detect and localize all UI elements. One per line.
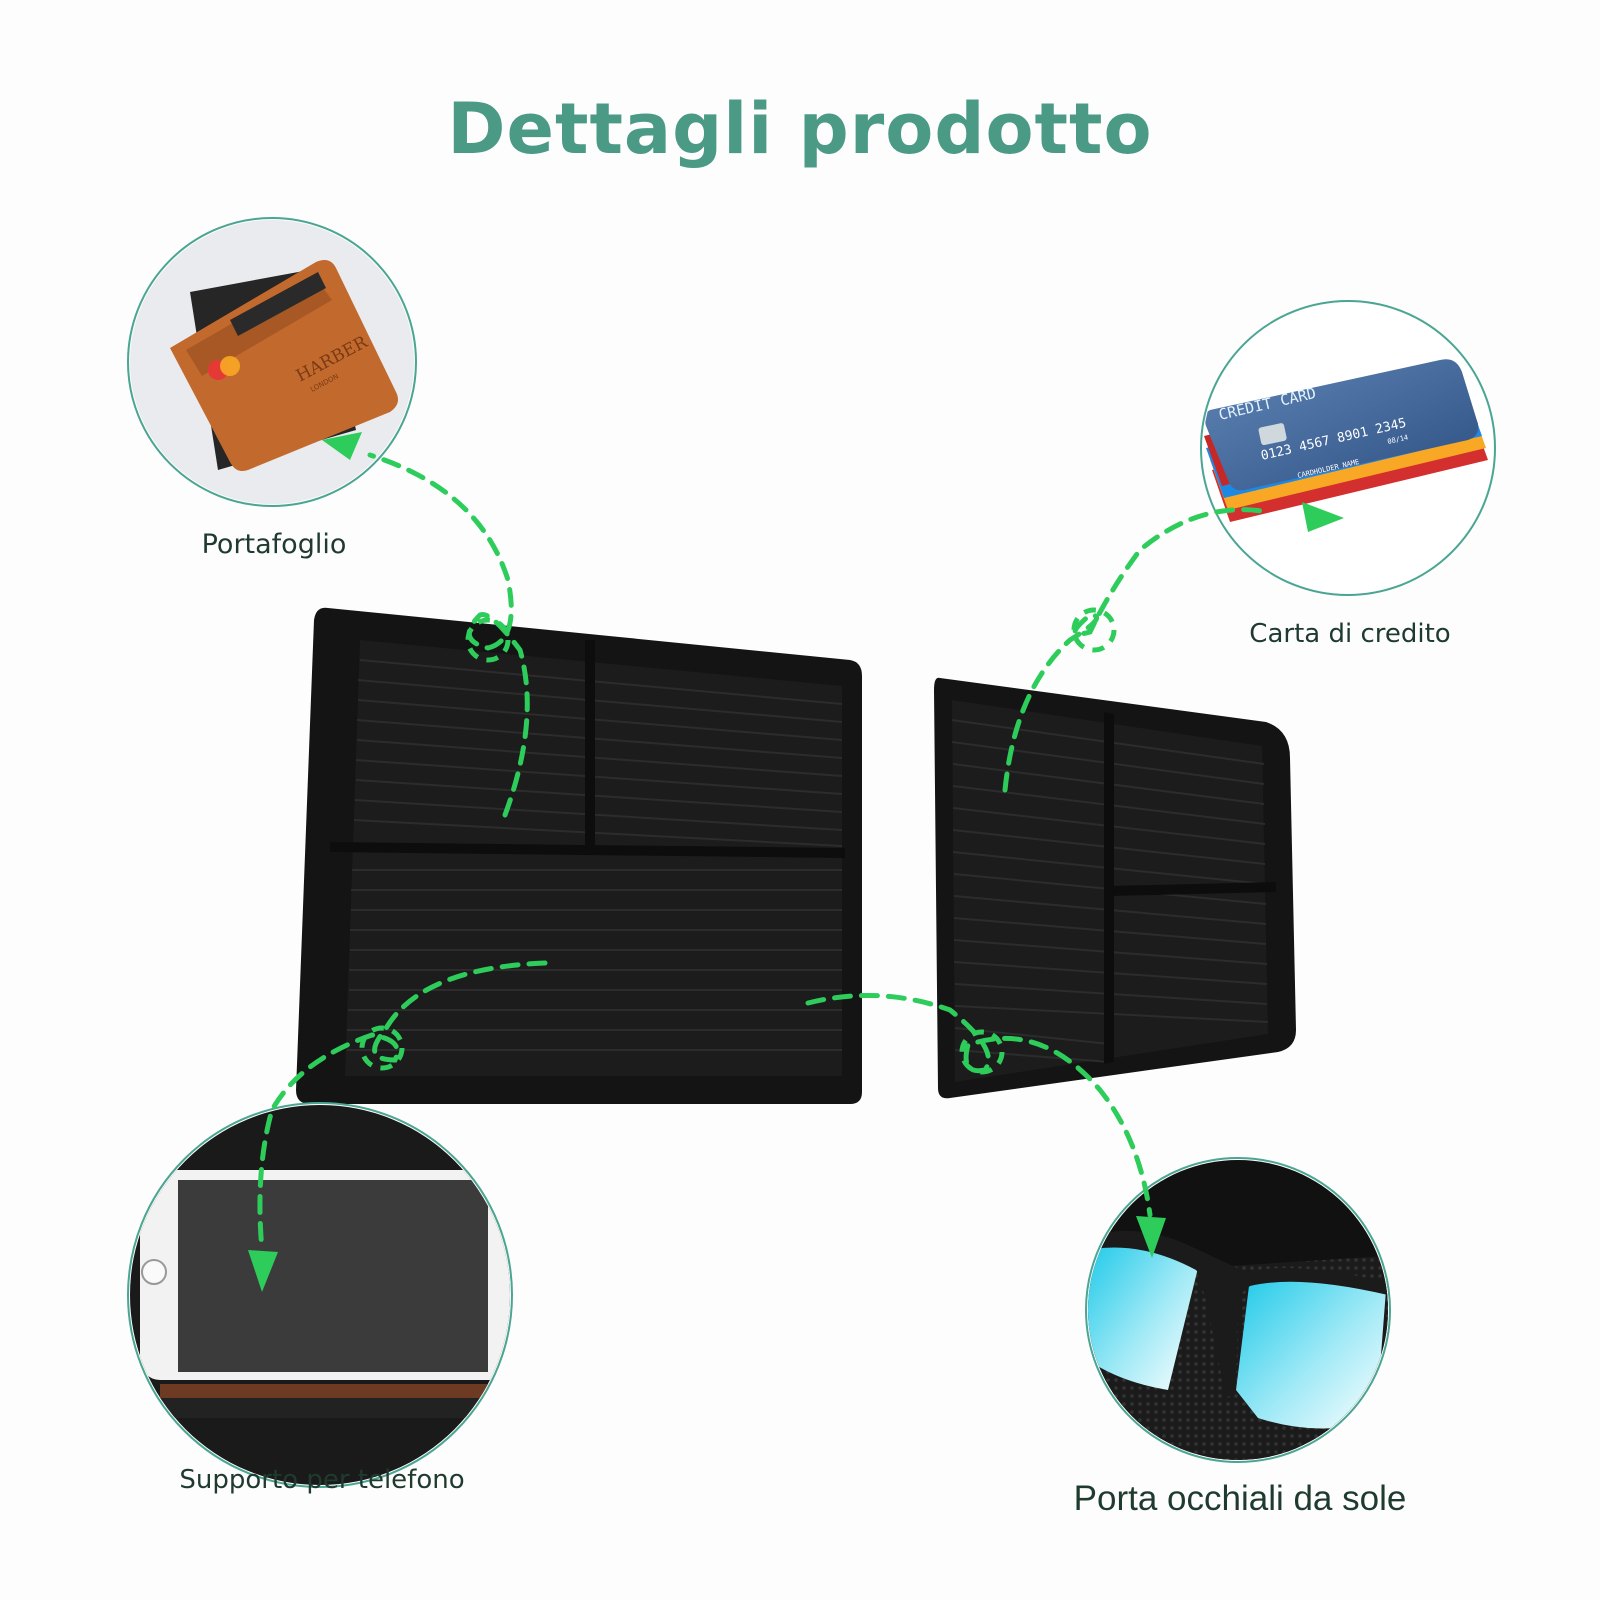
sunglasses-label: Porta occhiali da sole	[1074, 1479, 1407, 1518]
arrowhead-glasses	[1136, 1216, 1166, 1258]
arrowhead-phone	[248, 1250, 278, 1292]
phone-feature	[127, 1102, 513, 1488]
credit-card-feature: CREDIT CARD 0123 4567 8901 2345 CARDHOLD…	[1200, 300, 1496, 596]
sunglasses-icon	[1088, 1160, 1388, 1460]
credit-card-label: Carta di credito	[1249, 619, 1450, 649]
right-tray	[934, 677, 1296, 1099]
wallet-label: Portafoglio	[202, 529, 347, 560]
arrow-wallet	[367, 452, 530, 818]
marker-wallet	[465, 617, 511, 663]
left-tray	[296, 607, 862, 1104]
sunglasses-feature	[1085, 1157, 1391, 1463]
marker-card	[1071, 607, 1117, 653]
credit-card-icon: CREDIT CARD 0123 4567 8901 2345 CARDHOLD…	[1203, 303, 1493, 593]
page-title: Dettagli prodotto	[447, 88, 1153, 170]
phone-icon	[130, 1105, 510, 1485]
arrowhead-wallet	[322, 432, 362, 460]
wallet-icon: HARBER LONDON	[130, 220, 414, 504]
marker-phone	[359, 1025, 405, 1071]
arrow-phone	[257, 960, 548, 1253]
arrow-card	[1002, 507, 1271, 793]
wallet-feature: HARBER LONDON	[127, 217, 417, 507]
arrowhead-card	[1302, 502, 1344, 532]
phone-label: Supporto per telefono	[179, 1465, 464, 1495]
marker-glasses	[959, 1029, 1005, 1075]
